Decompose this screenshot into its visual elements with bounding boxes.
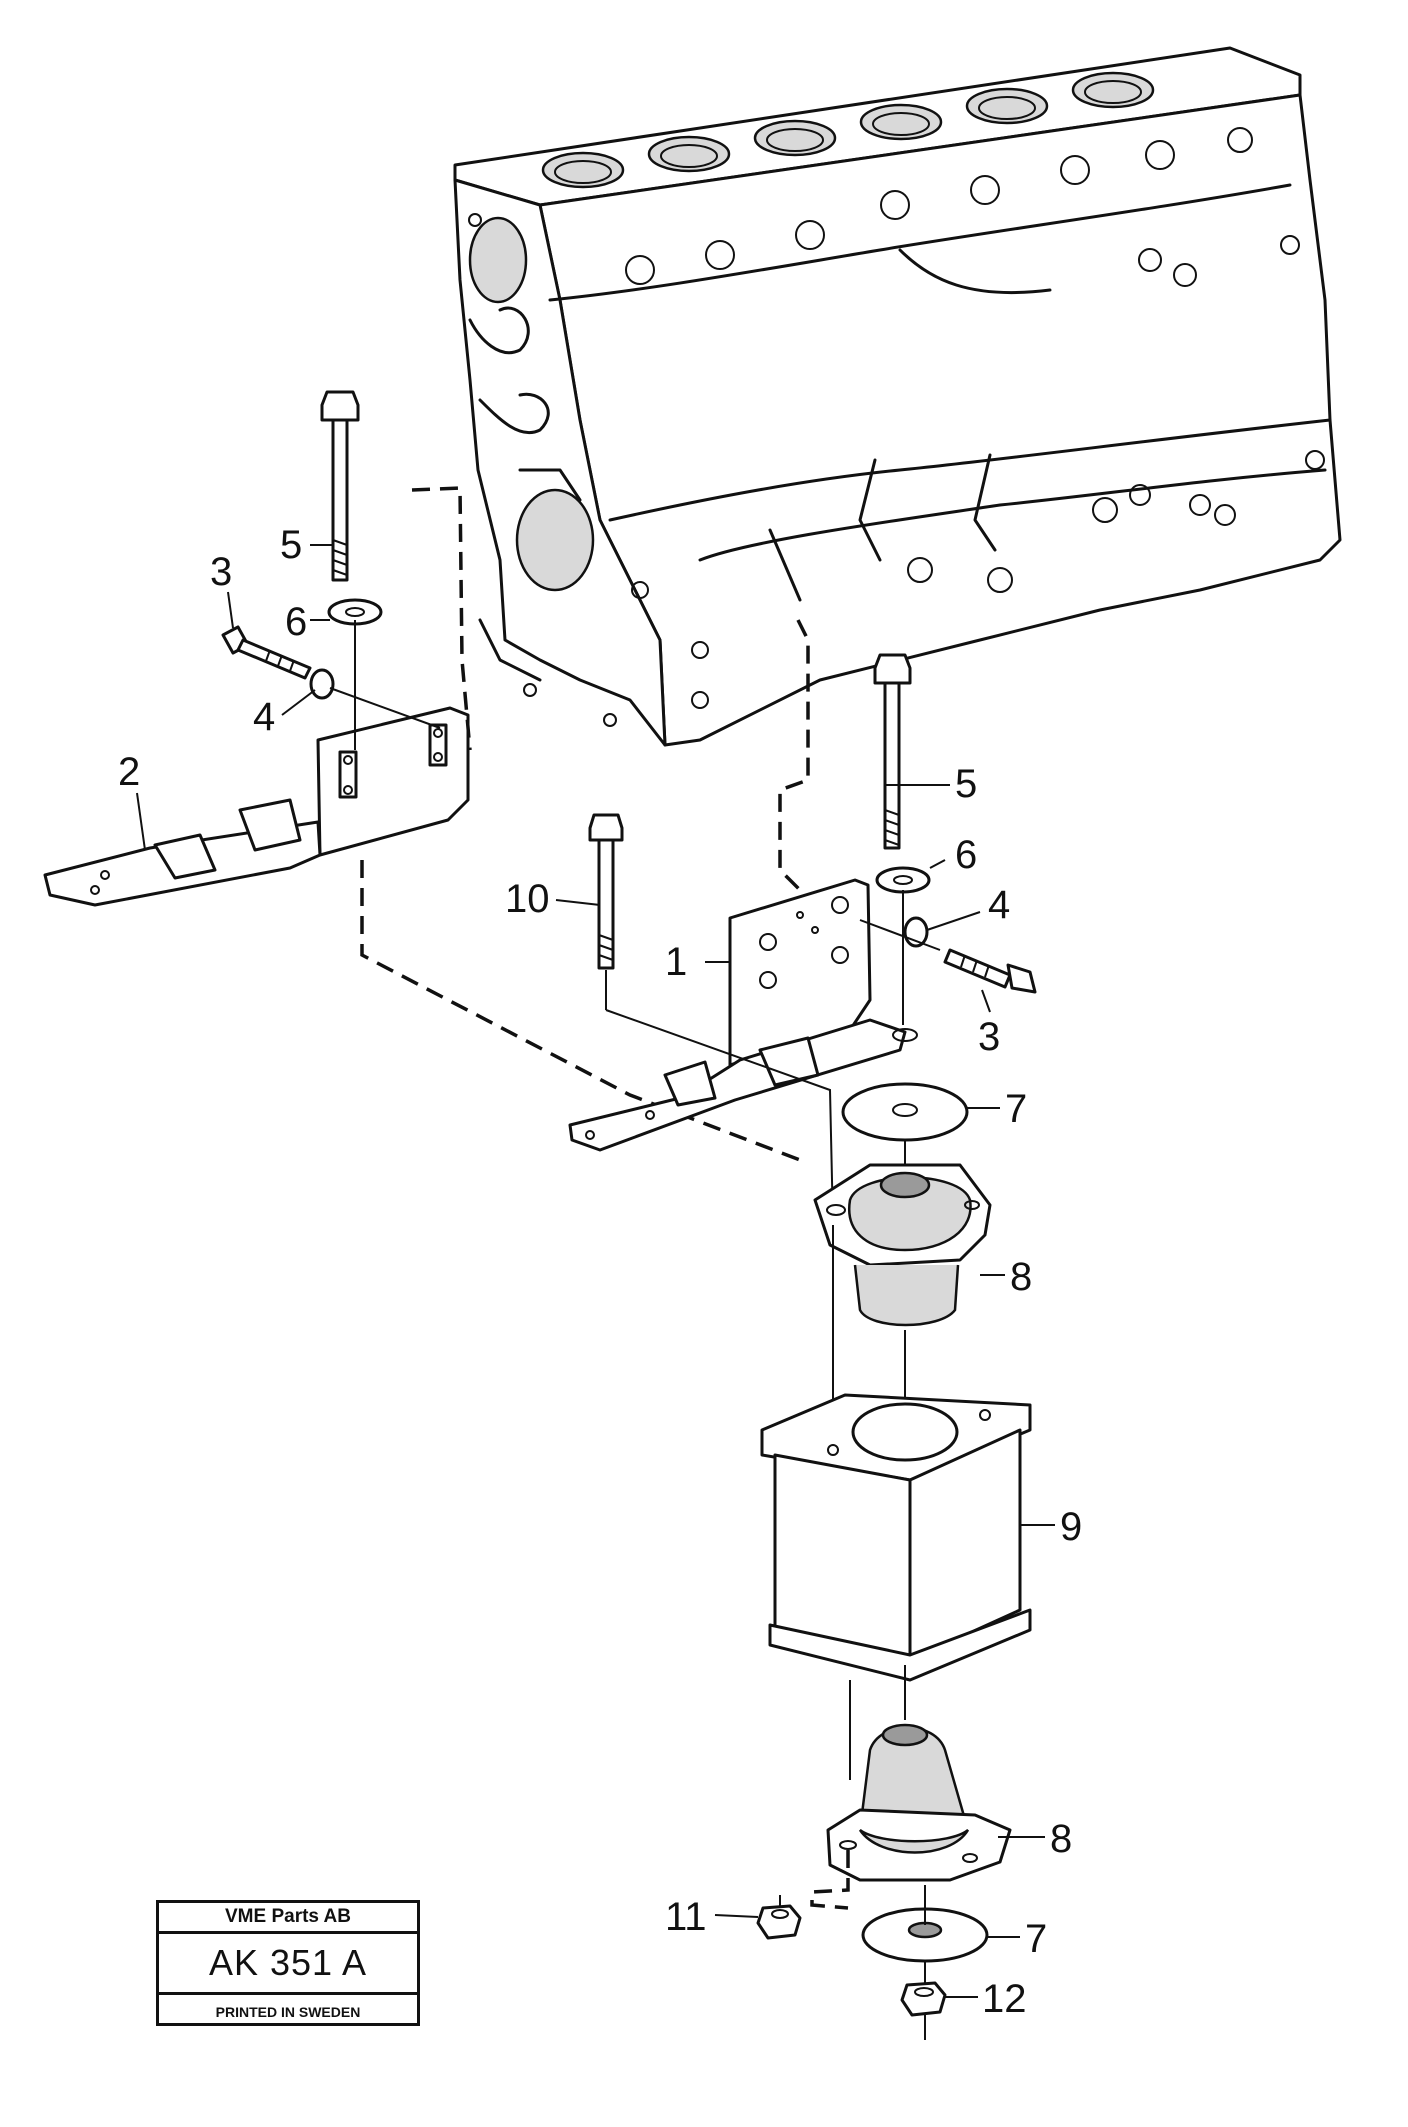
callout-leaders xyxy=(136,544,1055,1998)
rubber-cushion-8-bottom xyxy=(826,1723,1012,1882)
left-mount-assembly xyxy=(43,390,801,1162)
bolt-5-right xyxy=(873,653,912,850)
callout-8-top: 8 xyxy=(1010,1255,1032,1299)
callout-7-bottom: 7 xyxy=(1025,1917,1047,1961)
bolt-3-right xyxy=(943,948,1037,994)
callout-2: 2 xyxy=(118,750,140,794)
nut-12 xyxy=(900,1981,947,2040)
callout-1: 1 xyxy=(665,940,687,984)
callout-6-right: 6 xyxy=(955,833,977,877)
callout-8-bottom: 8 xyxy=(1050,1817,1072,1861)
callout-5-left: 5 xyxy=(280,523,302,567)
engine-block xyxy=(453,46,1342,747)
bolt-3-left xyxy=(221,625,312,680)
bolt-5-left xyxy=(320,390,360,582)
callout-12: 12 xyxy=(982,1977,1027,2021)
callout-4-left: 4 xyxy=(253,695,275,739)
cushion-housing-9 xyxy=(760,1393,1032,1682)
stamp-code: AK 351 A xyxy=(159,1934,417,1995)
rubber-cushion-8-top xyxy=(813,1163,992,1327)
callout-11: 11 xyxy=(665,1895,707,1939)
parts-stamp: VME Parts AB AK 351 A PRINTED IN SWEDEN xyxy=(156,1900,420,2026)
cushion-stack xyxy=(756,1082,1032,2040)
callout-7-top: 7 xyxy=(1005,1087,1027,1131)
engine-bracket-1 xyxy=(568,878,918,1152)
callout-9: 9 xyxy=(1060,1505,1082,1549)
stamp-printed: PRINTED IN SWEDEN xyxy=(215,2004,361,2020)
right-mount-assembly xyxy=(568,619,1037,1226)
callout-3-right: 3 xyxy=(978,1015,1000,1059)
washer-6-right xyxy=(875,866,931,894)
stamp-company: VME Parts AB xyxy=(159,1903,417,1934)
callout-5-right: 5 xyxy=(955,762,977,806)
callout-6-left: 6 xyxy=(285,600,307,644)
callout-4-right: 4 xyxy=(988,883,1010,927)
bolt-10 xyxy=(588,813,624,970)
callout-labels: 1 2 3 3 4 4 5 5 6 6 7 7 8 8 9 10 11 12 xyxy=(118,523,1082,2021)
block-side-holes xyxy=(625,127,1325,709)
washer-4-left xyxy=(309,668,335,700)
nut-11 xyxy=(756,1895,802,1940)
callout-3-left: 3 xyxy=(210,550,232,594)
cylinder-bores xyxy=(541,71,1155,189)
washer-7-top xyxy=(841,1082,969,1142)
front-face-details xyxy=(468,213,617,727)
callout-10: 10 xyxy=(505,877,550,921)
